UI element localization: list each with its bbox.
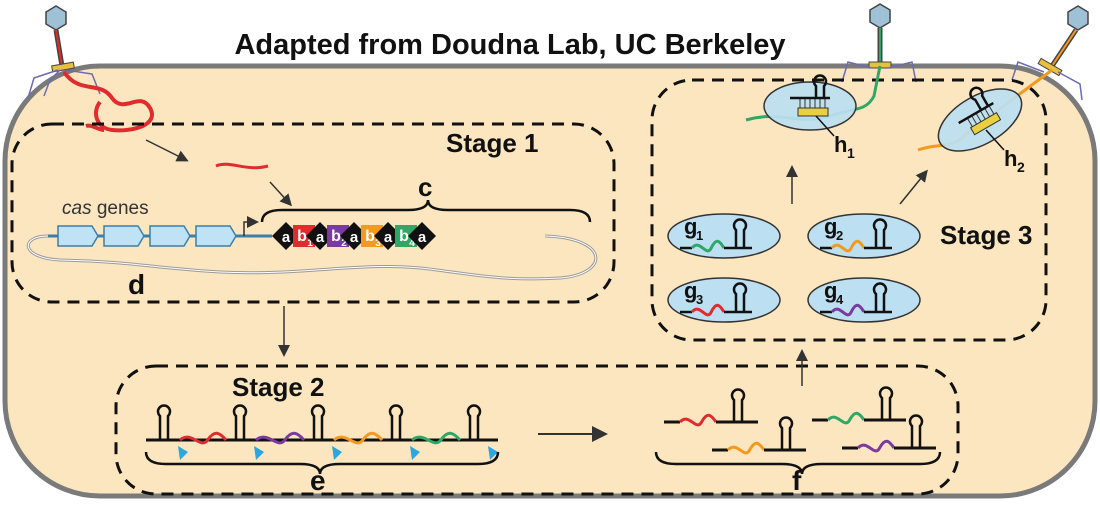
svg-text:4: 4 [836, 292, 844, 307]
cas-gene [149, 225, 191, 247]
svg-text:4: 4 [409, 238, 415, 249]
hairpin [388, 404, 404, 440]
cascade-complex: g2 [807, 213, 921, 259]
spacer-segment [333, 431, 384, 445]
cascade-complex: g4 [807, 277, 921, 323]
stage2-box [114, 364, 960, 496]
svg-text:a: a [418, 229, 427, 246]
cas-genes-label: cas genes [62, 198, 149, 219]
hairpin [156, 404, 172, 440]
svg-text:b: b [399, 228, 409, 245]
svg-text:g: g [684, 214, 697, 239]
cleavage-site-icon [178, 446, 188, 460]
viral-dna [62, 70, 154, 133]
spacer-segment [179, 431, 228, 445]
svg-text:1: 1 [847, 145, 855, 161]
hairpin [232, 404, 248, 440]
mature-crrnas [664, 386, 936, 455]
svg-text:a: a [316, 229, 325, 246]
brace-e [144, 451, 500, 475]
stage1-box [10, 122, 616, 304]
phage-icon [27, 5, 101, 99]
svg-text:g: g [824, 278, 837, 303]
cascade-complex: g1 [667, 213, 781, 259]
spacer-segment [411, 431, 462, 445]
brace-c [260, 199, 592, 223]
stage1-label: Stage 1 [446, 128, 539, 158]
cas-gene [103, 225, 145, 247]
cas-gene [57, 225, 99, 247]
stage2-label: Stage 2 [232, 372, 325, 402]
mature-crrna [812, 386, 906, 425]
title: Adapted from Doudna Lab, UC Berkeley [234, 29, 785, 61]
svg-text:b: b [331, 228, 341, 245]
mature-crrna [842, 414, 936, 453]
svg-text:a: a [350, 229, 359, 246]
cas-gene [195, 225, 237, 247]
svg-text:b: b [365, 228, 375, 245]
spacer-fragment [215, 162, 269, 170]
svg-text:2: 2 [341, 238, 347, 249]
svg-text:b: b [297, 228, 307, 245]
svg-text:h: h [1004, 146, 1017, 171]
brace-f [654, 451, 942, 475]
pre-crrna [146, 404, 498, 460]
mature-crrna [664, 388, 758, 427]
spacer-segment [255, 431, 306, 445]
cleavage-site-icon [254, 446, 264, 460]
arrow [899, 169, 928, 205]
svg-text:3: 3 [375, 238, 381, 249]
cas-gene-arrows [57, 225, 237, 247]
stage3-box [650, 78, 1048, 342]
svg-text:2: 2 [1017, 159, 1025, 175]
hairpin [310, 404, 326, 440]
svg-text:a: a [384, 229, 393, 246]
cleavage-site-icon [410, 446, 420, 460]
cleavage-site-icon [488, 446, 498, 460]
svg-text:2: 2 [836, 228, 843, 243]
promoter-icon [243, 216, 259, 236]
viral-dna-fragment [85, 123, 105, 132]
svg-text:g: g [824, 214, 837, 239]
repeat: a [408, 222, 436, 250]
label-c: c [418, 172, 432, 202]
svg-text:1: 1 [696, 228, 703, 243]
svg-text:g: g [684, 278, 697, 303]
phage-icon [1011, 5, 1089, 101]
svg-text:1: 1 [307, 238, 313, 249]
svg-text:h: h [834, 132, 847, 157]
hairpin [466, 404, 482, 440]
mature-crrna [712, 416, 806, 455]
label-d: d [128, 269, 145, 300]
bacterial-cell [2, 63, 1098, 499]
stage3-label: Stage 3 [940, 220, 1033, 250]
arrow [145, 139, 189, 162]
cascade-complex: g3 [667, 277, 781, 323]
label-e: e [310, 465, 326, 496]
arrow [269, 181, 293, 207]
phage-icon [841, 3, 917, 83]
cleavage-site-icon [332, 446, 342, 460]
svg-text:a: a [282, 229, 291, 246]
label-f: f [792, 465, 802, 496]
svg-text:3: 3 [696, 292, 703, 307]
